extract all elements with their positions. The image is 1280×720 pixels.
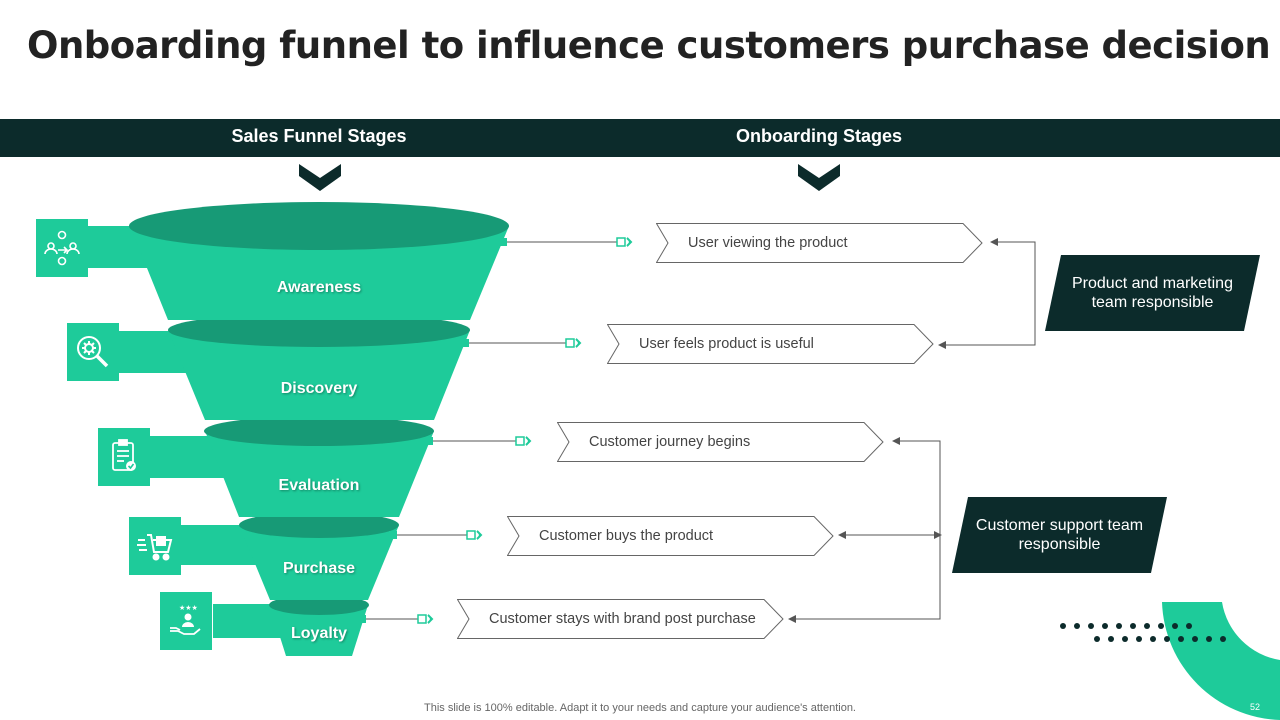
- shopping-cart-icon: [129, 517, 181, 575]
- chevron-down-icon: [299, 164, 341, 191]
- clipboard-check-icon: [98, 428, 150, 486]
- onboarding-stage-label: Customer buys the product: [539, 528, 714, 544]
- onboarding-stage-label: User viewing the product: [688, 235, 848, 251]
- funnel-segment-discovery: [168, 330, 470, 420]
- sales-funnel-header: Sales Funnel Stages: [231, 126, 407, 146]
- header-bar: [0, 119, 1280, 157]
- onboarding-stage-3: Customer journey begins: [557, 422, 884, 462]
- funnel-segment-awareness: [130, 226, 509, 320]
- funnel-label-awareness: Awareness: [276, 279, 362, 296]
- onboarding-stage-1: User viewing the product: [656, 223, 983, 263]
- onboarding-stage-label: User feels product is useful: [639, 336, 814, 352]
- onboarding-stage-4: Customer buys the product: [507, 516, 834, 556]
- team-box-customer-support: Customer support team responsible: [952, 497, 1167, 573]
- hand-person-stars-icon: ★★★: [160, 592, 212, 650]
- team-label: Product and marketing team responsible: [1072, 275, 1233, 311]
- onboarding-stage-label: Customer stays with brand post purchase: [489, 611, 756, 627]
- footer-note: This slide is 100% editable. Adapt it to…: [424, 702, 856, 714]
- funnel-segment-evaluation: [205, 431, 434, 517]
- chevron-down-icon: [798, 164, 840, 191]
- team-box-product-marketing: Product and marketing team responsible: [1045, 255, 1260, 331]
- funnel-segment-loyalty: [270, 605, 368, 656]
- funnel-label-evaluation: Evaluation: [278, 477, 360, 494]
- team-label: Customer support team responsible: [975, 517, 1144, 553]
- magnifier-gear-icon: [67, 323, 119, 381]
- onboarding-stage-label: Customer journey begins: [589, 434, 751, 450]
- users-network-icon: [36, 219, 88, 277]
- slide-title: Onboarding funnel to influence customers…: [27, 24, 1271, 67]
- onboarding-header: Onboarding Stages: [735, 126, 903, 146]
- onboarding-stage-2: User feels product is useful: [607, 324, 934, 364]
- funnel-label-loyalty: Loyalty: [290, 625, 348, 642]
- svg-text:★★★: ★★★: [179, 604, 198, 612]
- funnel-label-purchase: Purchase: [282, 560, 356, 577]
- onboarding-stage-5: Customer stays with brand post purchase: [457, 599, 784, 639]
- funnel-label-discovery: Discovery: [280, 380, 358, 397]
- page-number: 52: [1250, 702, 1261, 712]
- funnel-segment-purchase: [239, 525, 399, 600]
